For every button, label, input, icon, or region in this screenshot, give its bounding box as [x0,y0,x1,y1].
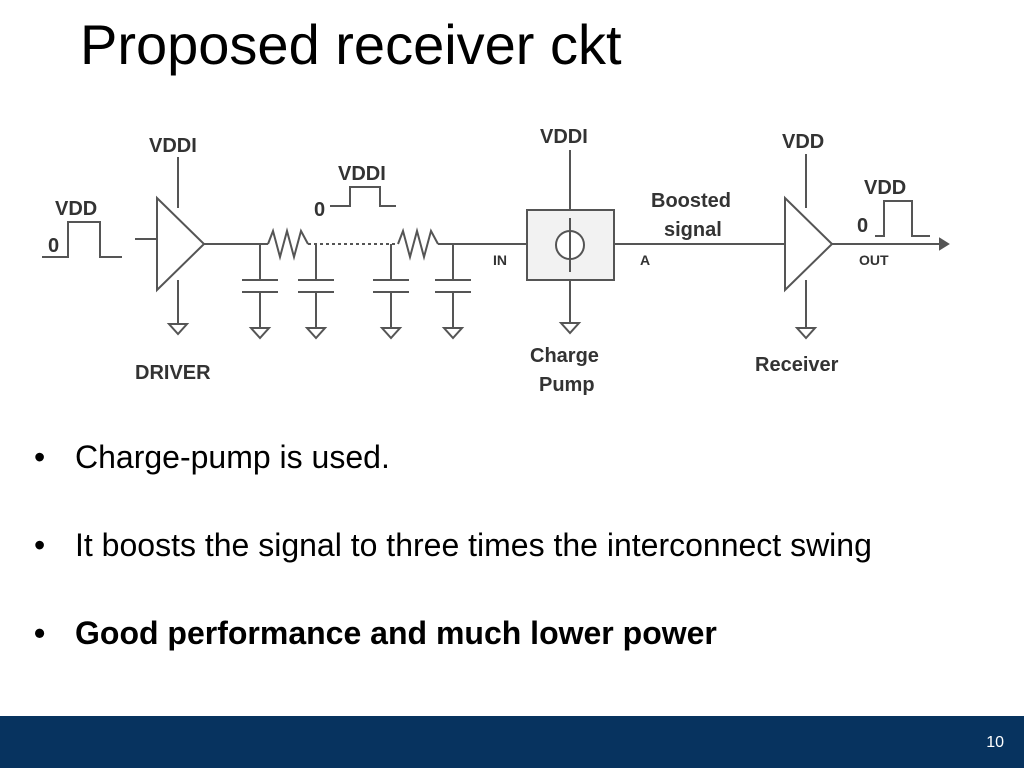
receiver-ground-symbol [794,327,818,340]
output-high-label: VDD [864,177,906,199]
bullet-item: • Charge-pump is used. [34,436,934,478]
bullet-marker: • [34,527,46,563]
receiver-circuit-diagram: VDDI VDD 0 VDDI 0 VDDI Boosted signal VD… [42,126,950,396]
boosted-signal-label-line2: signal [664,219,722,241]
charge-pump-supply-label: VDDI [540,126,588,148]
charge-pump-label-line2: Pump [539,374,595,396]
footer-bar: 10 [0,716,1024,768]
receiver-supply-label: VDD [782,131,824,153]
bullet-text: Good performance and much lower power [75,615,717,651]
interconnect-pulse-waveform [330,186,396,207]
interconnect-low-label: 0 [314,199,325,221]
input-pulse-waveform [42,221,122,258]
output-pulse-waveform [875,200,930,237]
output-arrow-icon [939,237,950,251]
capacitor-1-symbol [242,244,278,340]
bullet-list: • Charge-pump is used. • It boosts the s… [34,436,934,700]
charge-pump-ground-symbol [558,322,582,335]
charge-pump-out-label: A [640,252,650,268]
bullet-marker: • [34,615,46,651]
driver-buffer-symbol [156,195,206,293]
slide-title: Proposed receiver ckt [80,13,622,76]
receiver-out-label: OUT [859,252,889,268]
resistor-1-symbol [267,227,309,261]
input-high-label: VDD [55,198,97,220]
input-low-label: 0 [48,235,59,257]
bullet-item: • Good performance and much lower power [34,612,934,654]
driver-label: DRIVER [135,362,211,384]
bullet-item: • It boosts the signal to three times th… [34,524,934,566]
capacitor-3-symbol [373,244,409,340]
receiver-label: Receiver [755,354,839,376]
bullet-text: Charge-pump is used. [75,439,390,475]
charge-pump-in-label: IN [493,252,507,268]
capacitor-4-symbol [435,244,471,340]
resistor-2-symbol [397,227,439,261]
receiver-buffer-symbol [784,195,834,293]
bullet-text: It boosts the signal to three times the … [75,527,872,563]
page-number: 10 [986,734,1004,751]
interconnect-high-label: VDDI [338,163,386,185]
bullet-marker: • [34,439,46,475]
output-low-label: 0 [857,215,868,237]
driver-supply-label: VDDI [149,135,197,157]
driver-ground-symbol [166,323,190,336]
charge-pump-label-line1: Charge [530,345,599,367]
boosted-signal-label-line1: Boosted [651,190,731,212]
capacitor-2-symbol [298,244,334,340]
